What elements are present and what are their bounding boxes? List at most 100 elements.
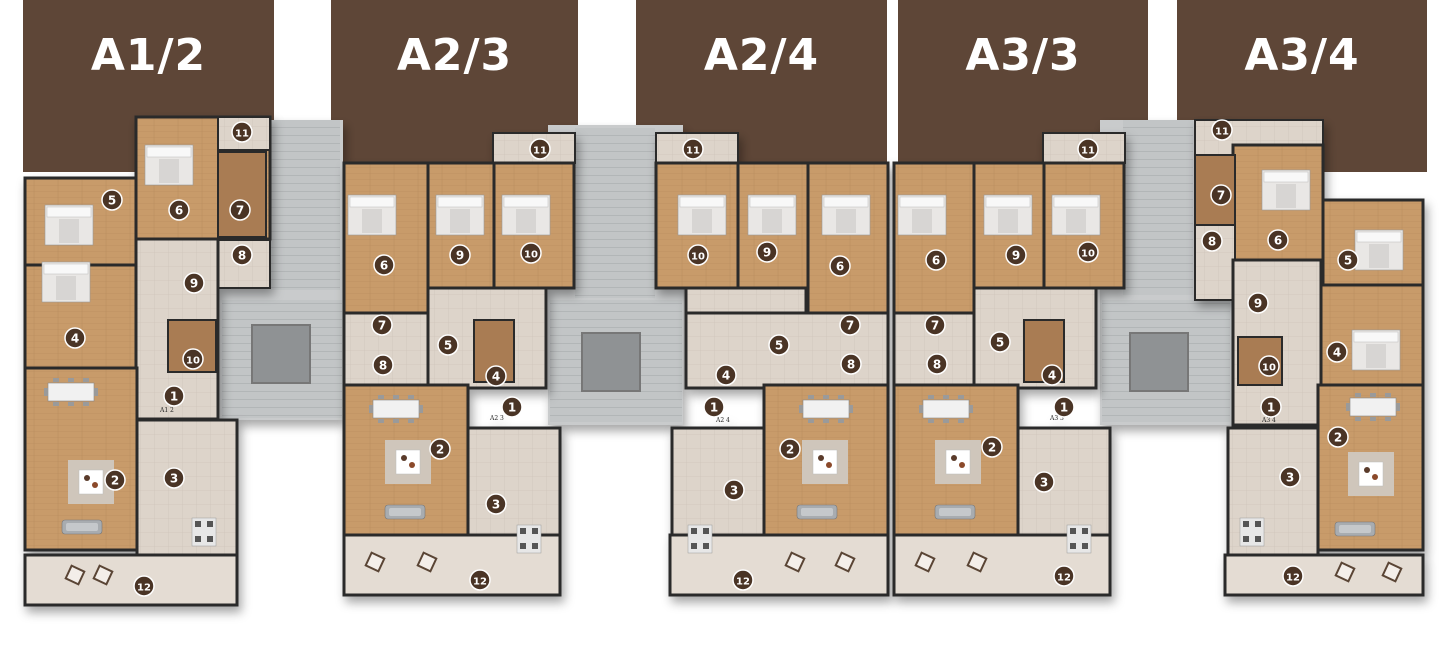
room-number-12: 12 — [732, 569, 754, 591]
svg-text:4: 4 — [722, 369, 730, 383]
svg-text:4: 4 — [71, 332, 79, 346]
svg-text:3: 3 — [1286, 471, 1294, 485]
svg-text:3: 3 — [492, 498, 500, 512]
room-number-11: 11 — [1211, 119, 1233, 141]
room-number-5: 5 — [989, 331, 1011, 353]
svg-text:8: 8 — [238, 249, 246, 263]
room-number-11: 11 — [529, 138, 551, 160]
room-number-12: 12 — [1282, 565, 1304, 587]
room-number-2: 2 — [1327, 426, 1349, 448]
room-number-9: 9 — [449, 244, 471, 266]
svg-text:3: 3 — [730, 484, 738, 498]
room-number-7: 7 — [839, 314, 861, 336]
svg-text:6: 6 — [836, 260, 844, 274]
svg-text:5: 5 — [444, 339, 452, 353]
room-number-8: 8 — [372, 354, 394, 376]
svg-text:4: 4 — [1333, 346, 1341, 360]
room-number-10: 10 — [687, 244, 709, 266]
svg-text:4: 4 — [1048, 369, 1056, 383]
unit-title-a2-4: A2/4 — [703, 30, 820, 81]
room-number-2: 2 — [779, 438, 801, 460]
room-number-3: 3 — [723, 479, 745, 501]
room-number-4: 4 — [715, 364, 737, 386]
unit-title-a2-3: A2/3 — [396, 30, 513, 81]
svg-text:8: 8 — [847, 358, 855, 372]
svg-text:10: 10 — [524, 250, 538, 261]
room-number-7: 7 — [229, 199, 251, 221]
svg-text:7: 7 — [1217, 189, 1225, 203]
unit-title-a3-4: A3/4 — [1244, 30, 1360, 81]
svg-text:7: 7 — [931, 319, 939, 333]
room-number-4: 4 — [1041, 364, 1063, 386]
room-number-1: 1 — [1053, 396, 1075, 418]
room-number-12: 12 — [1053, 565, 1075, 587]
room-number-10: 10 — [182, 348, 204, 370]
room-number-9: 9 — [756, 241, 778, 263]
svg-text:9: 9 — [763, 246, 771, 260]
svg-text:9: 9 — [1254, 297, 1262, 311]
room-number-12: 12 — [469, 569, 491, 591]
room-number-5: 5 — [768, 334, 790, 356]
svg-text:4: 4 — [492, 370, 500, 384]
room-number-11: 11 — [1077, 138, 1099, 160]
svg-text:7: 7 — [378, 319, 386, 333]
svg-text:6: 6 — [380, 259, 388, 273]
room-number-6: 6 — [925, 249, 947, 271]
room-number-10: 10 — [1258, 355, 1280, 377]
entry-code-a1-2: A1 2 — [159, 407, 174, 414]
svg-text:10: 10 — [1262, 363, 1276, 374]
svg-text:11: 11 — [1081, 146, 1095, 157]
room-number-11: 11 — [231, 121, 253, 143]
svg-text:6: 6 — [1274, 234, 1282, 248]
svg-text:9: 9 — [456, 249, 464, 263]
svg-text:1: 1 — [1060, 401, 1068, 415]
room-number-7: 7 — [1210, 184, 1232, 206]
svg-text:8: 8 — [933, 358, 941, 372]
svg-text:2: 2 — [786, 443, 794, 457]
room-number-8: 8 — [926, 353, 948, 375]
room-number-11: 11 — [682, 138, 704, 160]
room-number-2: 2 — [981, 436, 1003, 458]
room-number-4: 4 — [485, 365, 507, 387]
room-number-3: 3 — [163, 467, 185, 489]
room-number-1: 1 — [501, 396, 523, 418]
room-number-5: 5 — [101, 189, 123, 211]
unit-title-a3-3: A3/3 — [965, 30, 1081, 81]
svg-text:10: 10 — [186, 356, 200, 367]
unit-plan-a1-2: A1 2 — [23, 115, 272, 607]
entry-code-a3-3: A3 3 — [1049, 415, 1064, 422]
banner-a3-3: A3/3 — [898, 0, 1148, 172]
entry-code-a2-3: A2 3 — [489, 415, 504, 422]
svg-text:12: 12 — [473, 577, 487, 588]
unit-title-a1-2: A1/2 — [90, 30, 207, 81]
svg-text:1: 1 — [1267, 401, 1275, 415]
room-number-8: 8 — [1201, 230, 1223, 252]
svg-text:12: 12 — [1057, 573, 1071, 584]
svg-text:8: 8 — [379, 359, 387, 373]
svg-text:9: 9 — [1012, 249, 1020, 263]
room-number-9: 9 — [1005, 244, 1027, 266]
entry-code-a3-4: A3 4 — [1261, 417, 1276, 424]
room-number-3: 3 — [1279, 466, 1301, 488]
room-number-8: 8 — [231, 244, 253, 266]
unit-plan-a3-3: A3 3 — [892, 132, 1126, 597]
room-number-2: 2 — [104, 469, 126, 491]
unit-plan-a2-3: A2 3 — [342, 132, 576, 597]
svg-text:2: 2 — [111, 474, 119, 488]
room-number-6: 6 — [1267, 229, 1289, 251]
svg-text:3: 3 — [170, 472, 178, 486]
room-number-8: 8 — [840, 353, 862, 375]
room-number-1: 1 — [163, 385, 185, 407]
room-number-1: 1 — [703, 396, 725, 418]
room-number-10: 10 — [520, 242, 542, 264]
svg-text:8: 8 — [1208, 235, 1216, 249]
room-number-5: 5 — [437, 334, 459, 356]
svg-text:7: 7 — [236, 204, 244, 218]
room-number-9: 9 — [183, 272, 205, 294]
svg-text:3: 3 — [1040, 476, 1048, 490]
room-number-3: 3 — [1033, 471, 1055, 493]
svg-text:2: 2 — [988, 441, 996, 455]
svg-text:5: 5 — [996, 336, 1004, 350]
svg-text:12: 12 — [1286, 573, 1300, 584]
